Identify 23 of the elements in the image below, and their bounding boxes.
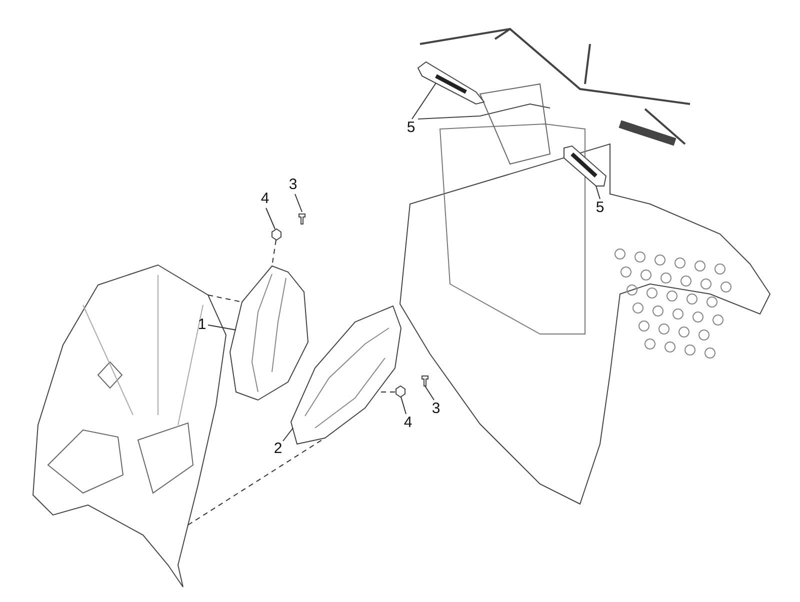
callout-number: 5	[405, 119, 417, 137]
leader-line	[294, 194, 302, 212]
leader-line	[282, 428, 294, 442]
callout-number: 1	[196, 316, 208, 334]
leader-line	[424, 386, 434, 400]
callout-number: 4	[402, 414, 414, 432]
screw-drawing	[420, 374, 430, 386]
leader-line	[400, 396, 406, 414]
callout-number: 4	[259, 190, 271, 208]
leader-line	[596, 186, 600, 200]
callout-number: 5	[594, 199, 606, 217]
screw-drawing	[297, 212, 307, 224]
assembly-line	[208, 294, 242, 302]
nut-drawing	[271, 229, 282, 240]
nut-drawing	[395, 386, 406, 397]
assembly-line	[188, 438, 326, 526]
leader-line	[208, 324, 236, 330]
leader-line	[266, 208, 276, 230]
callout-number: 2	[272, 440, 284, 458]
leader-line	[412, 82, 436, 120]
callout-number: 3	[287, 176, 299, 194]
turn-signal-drawing	[416, 62, 486, 104]
callout-number: 3	[430, 400, 442, 418]
